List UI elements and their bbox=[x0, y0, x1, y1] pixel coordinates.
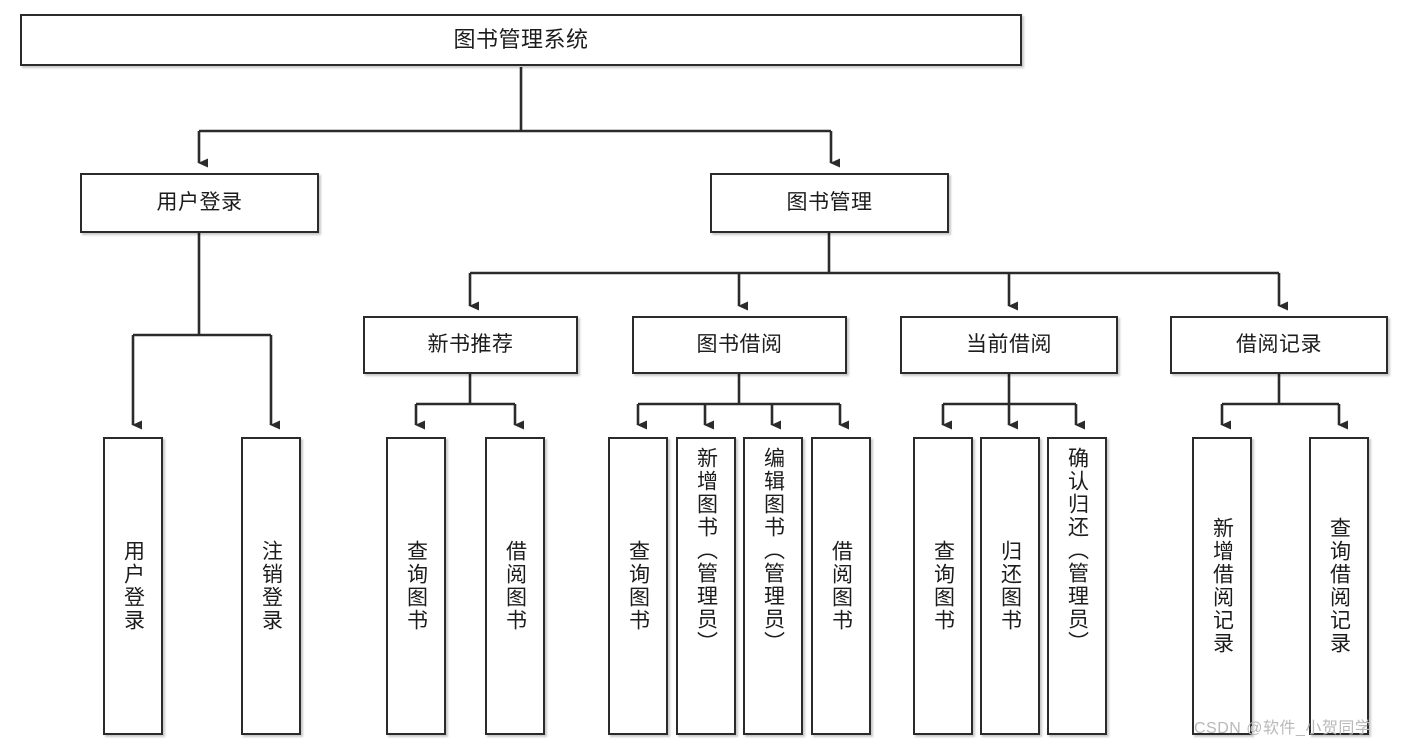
node-label: 注销登录 bbox=[259, 540, 283, 632]
node-leaf-borrow-book-2[interactable]: 借阅图书 bbox=[811, 437, 871, 735]
node-leaf-query-book-2[interactable]: 查询图书 bbox=[608, 437, 668, 735]
node-leaf-return-book[interactable]: 归还图书 bbox=[980, 437, 1040, 735]
node-label: 新增借阅记录 bbox=[1210, 517, 1234, 655]
node-leaf-query-record[interactable]: 查询借阅记录 bbox=[1309, 437, 1369, 735]
node-label: 图书管理 bbox=[786, 190, 873, 214]
node-leaf-confirm-return[interactable]: 确认归还（管理员） bbox=[1047, 437, 1107, 735]
node-label: 确认归还（管理员） bbox=[1065, 447, 1089, 654]
node-leaf-query-book-1[interactable]: 查询图书 bbox=[386, 437, 446, 735]
node-book-borrow[interactable]: 图书借阅 bbox=[632, 316, 847, 374]
node-label: 查询图书 bbox=[404, 540, 428, 632]
node-label: 新增图书（管理员） bbox=[694, 447, 718, 654]
node-label: 查询图书 bbox=[626, 540, 650, 632]
node-leaf-add-book[interactable]: 新增图书（管理员） bbox=[676, 437, 736, 735]
node-label: 图书管理系统 bbox=[453, 27, 589, 53]
node-label: 用户登录 bbox=[156, 190, 243, 214]
node-label: 编辑图书（管理员） bbox=[761, 447, 785, 654]
node-current-borrow[interactable]: 当前借阅 bbox=[900, 316, 1118, 374]
node-user-login[interactable]: 用户登录 bbox=[80, 173, 319, 233]
node-label: 新书推荐 bbox=[427, 332, 514, 356]
node-label: 借阅图书 bbox=[829, 540, 853, 632]
node-leaf-user-login[interactable]: 用户登录 bbox=[103, 437, 163, 735]
node-label: 图书借阅 bbox=[696, 332, 783, 356]
csdn-watermark: CSDN @软件_小贺同学 bbox=[1194, 720, 1372, 737]
node-label: 用户登录 bbox=[121, 540, 145, 632]
node-book-manage[interactable]: 图书管理 bbox=[710, 173, 949, 233]
node-leaf-logout-login[interactable]: 注销登录 bbox=[241, 437, 301, 735]
node-new-book-recommend[interactable]: 新书推荐 bbox=[363, 316, 578, 374]
node-leaf-add-record[interactable]: 新增借阅记录 bbox=[1192, 437, 1252, 735]
node-label: 查询借阅记录 bbox=[1327, 517, 1351, 655]
node-label: 借阅图书 bbox=[503, 540, 527, 632]
node-leaf-borrow-book-1[interactable]: 借阅图书 bbox=[485, 437, 545, 735]
node-label: 借阅记录 bbox=[1236, 332, 1322, 356]
node-borrow-record[interactable]: 借阅记录 bbox=[1170, 316, 1388, 374]
node-label: 查询图书 bbox=[931, 540, 955, 632]
node-label: 当前借阅 bbox=[966, 332, 1052, 356]
node-leaf-edit-book[interactable]: 编辑图书（管理员） bbox=[743, 437, 803, 735]
node-leaf-query-book-3[interactable]: 查询图书 bbox=[913, 437, 973, 735]
node-label: 归还图书 bbox=[998, 540, 1022, 632]
node-root-system[interactable]: 图书管理系统 bbox=[20, 14, 1022, 66]
